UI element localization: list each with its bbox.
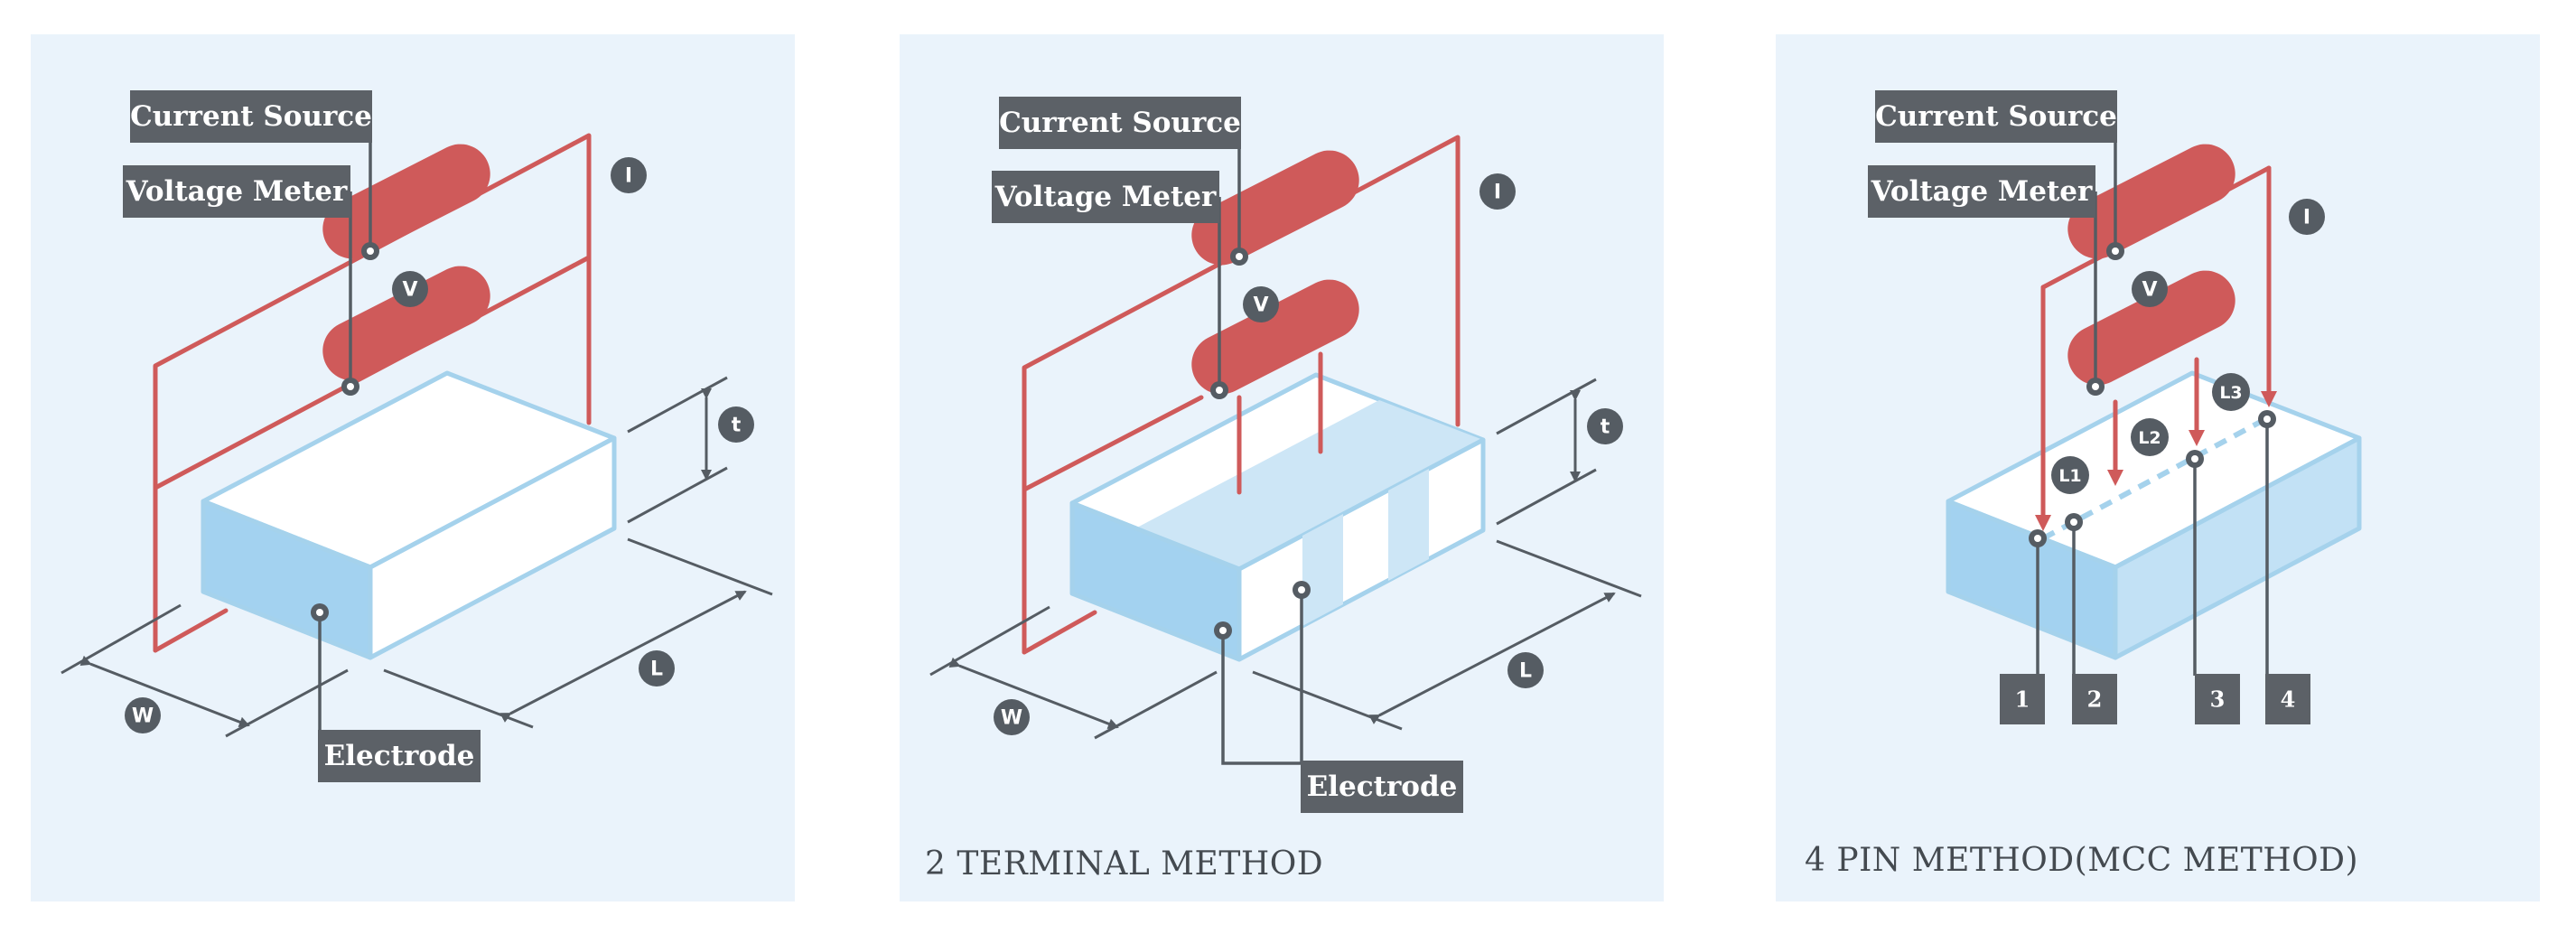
current-source-label: Current Source — [130, 90, 372, 143]
current-wire-bottom — [1022, 610, 1097, 655]
voltage-probe — [1191, 279, 1359, 395]
svg-text:W: W — [1001, 707, 1022, 730]
svg-text:L: L — [650, 658, 663, 681]
svg-text:3: 3 — [2210, 686, 2226, 713]
current-probe — [1191, 150, 1359, 266]
pin-contact-dot-3 — [2186, 450, 2204, 468]
svg-text:L: L — [1519, 660, 1532, 683]
thickness-badge: t — [718, 406, 754, 443]
voltage-badge: V — [2132, 271, 2168, 307]
thickness-ext-top — [1496, 378, 1597, 435]
thickness-badge: t — [1587, 408, 1623, 444]
svg-text:L1: L1 — [2058, 466, 2081, 486]
electrode-stripe-side — [1302, 514, 1343, 626]
length-ext-right — [1496, 539, 1642, 598]
electrode-dot — [311, 603, 329, 621]
pin-contact-dot-1 — [2029, 529, 2047, 547]
svg-text:Current Source: Current Source — [130, 100, 372, 133]
probe-contact-dot — [341, 378, 359, 396]
pin-tag-1: 1 — [2000, 674, 2045, 724]
electrode-dot — [1293, 581, 1311, 599]
svg-text:I: I — [2303, 207, 2310, 229]
width-dimension — [948, 657, 1119, 729]
width-dimension — [79, 655, 250, 727]
electrode-stripe-top — [1185, 419, 1483, 569]
svg-text:t: t — [732, 415, 742, 437]
voltage-badge: V — [1243, 286, 1279, 322]
panel-basic: I V t L W Current Source Voltage Meter E… — [31, 34, 795, 901]
current-badge: I — [1479, 173, 1516, 210]
voltage-probe — [322, 266, 490, 381]
voltage-probe — [2067, 270, 2235, 386]
probe-contact-dot — [1230, 248, 1248, 266]
width-badge: W — [994, 699, 1030, 735]
electrode-label: Electrode — [1301, 761, 1463, 813]
voltage-meter-label: Voltage Meter — [123, 165, 350, 218]
svg-text:t: t — [1601, 416, 1610, 439]
svg-text:Voltage Meter: Voltage Meter — [126, 175, 348, 208]
electrode-stripe-top — [1135, 400, 1433, 550]
voltage-meter-label: Voltage Meter — [992, 171, 1219, 223]
svg-text:L3: L3 — [2219, 383, 2242, 403]
pin-tag-3: 3 — [2195, 674, 2240, 724]
svg-text:L2: L2 — [2138, 428, 2161, 448]
l2-badge: L2 — [2131, 418, 2169, 456]
sample-block — [201, 370, 617, 660]
current-badge: I — [2289, 199, 2325, 235]
svg-text:V: V — [1253, 294, 1268, 317]
electrode-dot — [1214, 621, 1232, 640]
electrode-stripe-side — [1388, 469, 1429, 581]
svg-text:W: W — [132, 705, 154, 728]
probe-contact-dot — [2086, 378, 2105, 396]
svg-text:Electrode: Electrode — [324, 740, 475, 772]
sample-side-face — [2113, 435, 2362, 660]
svg-text:Voltage Meter: Voltage Meter — [994, 181, 1217, 213]
length-dimension — [499, 590, 747, 723]
sample-side-face — [368, 435, 617, 660]
svg-text:Electrode: Electrode — [1307, 771, 1458, 803]
pin-contact-dot-4 — [2258, 410, 2276, 428]
length-ext-right — [627, 537, 773, 596]
current-source-label: Current Source — [1875, 90, 2117, 143]
svg-text:Current Source: Current Source — [999, 107, 1241, 139]
svg-text:I: I — [625, 165, 632, 188]
panel-four-pin: I V L1 L2 L3 Current Source Voltage Mete… — [1776, 34, 2540, 901]
probe-contact-dot — [361, 242, 379, 260]
svg-text:Current Source: Current Source — [1875, 100, 2117, 133]
electrode-label: Electrode — [318, 730, 481, 782]
voltage-wire — [1022, 395, 1204, 492]
voltage-badge: V — [392, 271, 428, 307]
current-probe — [2067, 144, 2235, 259]
length-dimension — [1368, 592, 1616, 724]
length-badge: L — [1507, 652, 1544, 688]
l3-badge: L3 — [2212, 373, 2250, 411]
probe-contact-dot — [1210, 381, 1228, 399]
current-source-label: Current Source — [999, 97, 1241, 149]
pin-tag-4: 4 — [2265, 674, 2310, 724]
panel-caption: 2 TERMINAL METHOD — [925, 845, 1323, 883]
width-badge: W — [125, 697, 161, 733]
svg-text:V: V — [2142, 279, 2157, 302]
current-wire-bottom — [153, 608, 229, 653]
pin-contact-dot-2 — [2065, 513, 2083, 531]
current-badge: I — [611, 157, 647, 193]
panel-two-terminal: I V t L W Current Source Voltage Meter E… — [900, 34, 1664, 901]
svg-text:Voltage Meter: Voltage Meter — [1871, 175, 2093, 208]
length-badge: L — [639, 650, 675, 686]
electrode-leader — [1221, 630, 1301, 765]
svg-text:I: I — [1494, 182, 1501, 204]
svg-text:1: 1 — [2015, 686, 2030, 713]
probe-contact-dot — [2106, 242, 2124, 260]
panel-caption: 4 PIN METHOD(MCC METHOD) — [1805, 842, 2358, 879]
voltage-meter-label: Voltage Meter — [1868, 165, 2095, 218]
thickness-ext-top — [627, 376, 728, 434]
pin-tag-2: 2 — [2072, 674, 2117, 724]
current-probe — [322, 144, 490, 259]
svg-text:2: 2 — [2087, 686, 2103, 713]
svg-text:4: 4 — [2281, 686, 2296, 713]
l1-badge: L1 — [2051, 456, 2089, 494]
svg-text:V: V — [402, 279, 417, 302]
